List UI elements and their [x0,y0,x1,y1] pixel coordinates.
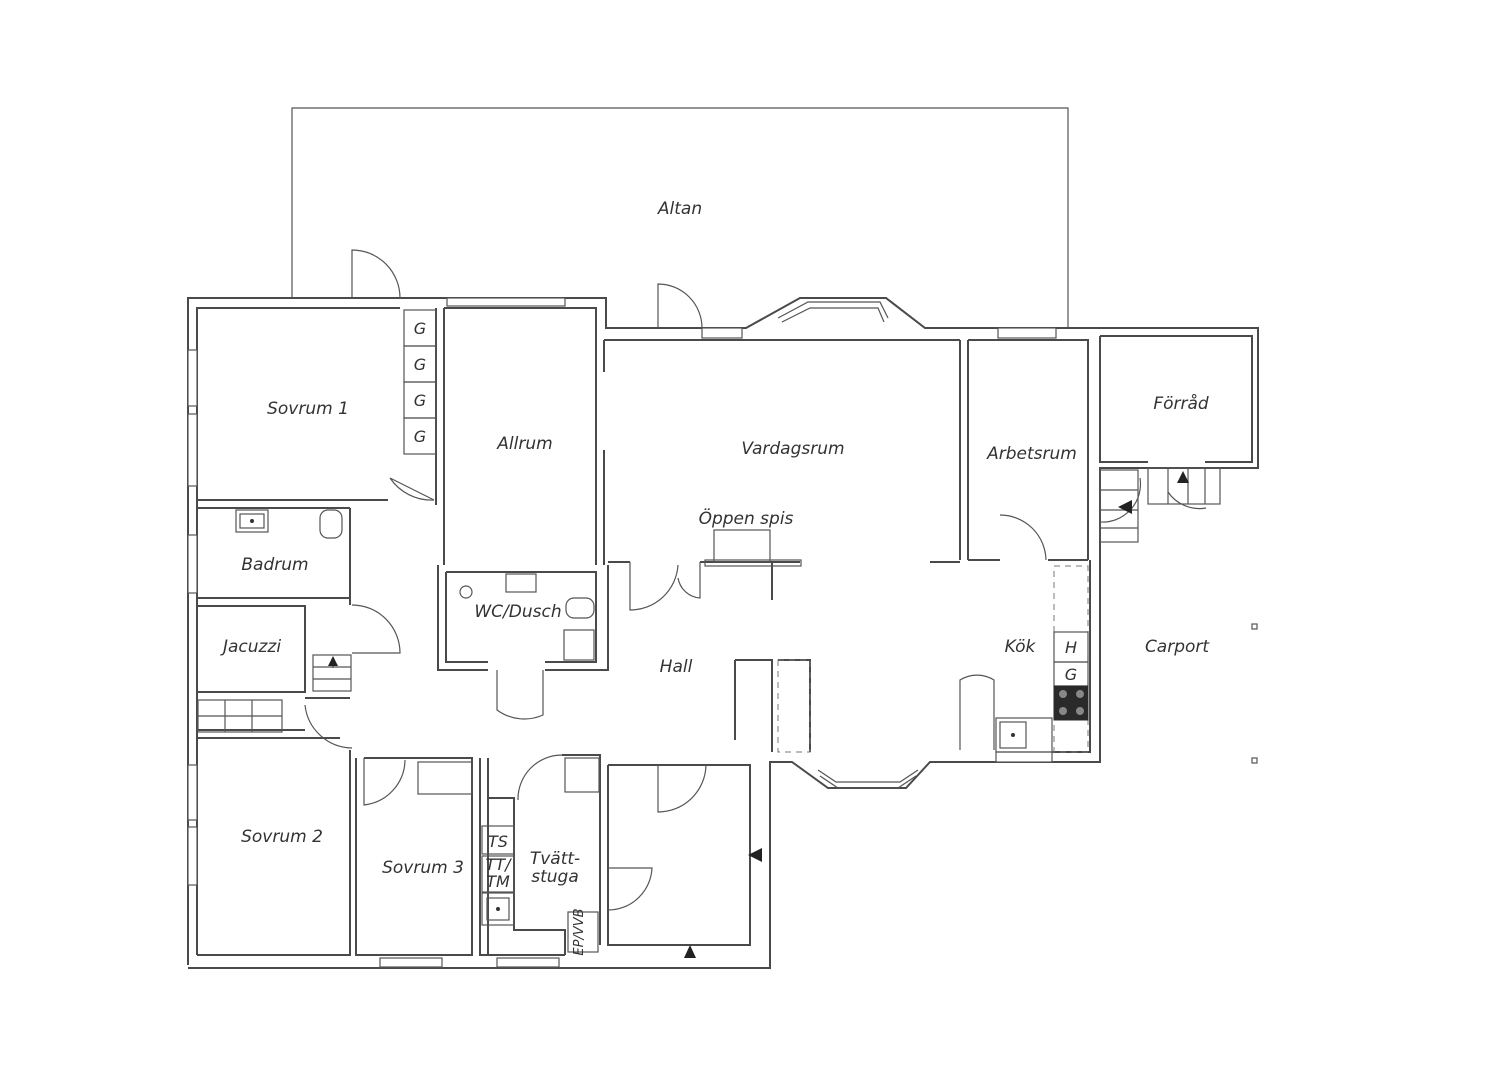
label-vardagsrum: Vardagsrum [741,439,844,459]
carport-posts [1251,623,1258,764]
arrow-left-icon [748,848,762,862]
arrow-up-icon [328,656,338,666]
label-tvattstuga-line2: stuga [531,867,579,887]
stairs [197,467,1221,733]
bathroom-fixtures [235,509,600,953]
hob-icon [1059,707,1067,715]
label-wardrobe-2: G [414,355,426,374]
label-kitchen-g: G [1065,665,1077,684]
label-wardrobe-4: G [414,427,426,446]
label-oppen-spis: Öppen spis [699,507,794,529]
interior-walls [197,307,1088,956]
label-forrad: Förråd [1153,393,1209,414]
label-tm: TM [486,872,510,891]
label-sovrum-3: Sovrum 3 [382,858,464,878]
fixture-labels: G G G G H G TS TT/ TM EP/VVB [414,319,1077,956]
label-jacuzzi: Jacuzzi [220,637,281,657]
label-hall: Hall [660,657,693,677]
label-allrum: Allrum [496,434,552,454]
arrow-up-icon [684,945,696,958]
label-tt: TT/ [486,855,513,874]
label-ts: TS [488,832,508,851]
label-wc-dusch: WC/Dusch [474,602,561,622]
wardrobes [403,309,437,455]
arrow-left-icon [1118,500,1132,514]
label-sovrum-1: Sovrum 1 [267,399,349,419]
label-kok: Kök [1005,637,1037,657]
hob-icon [1059,690,1067,698]
label-kitchen-h: H [1065,638,1077,657]
sink-drain-icon [1011,733,1015,737]
label-carport: Carport [1145,637,1210,657]
label-badrum: Badrum [241,555,308,575]
label-wardrobe-1: G [414,319,426,338]
fireplace [704,529,802,567]
hob-icon [1076,707,1084,715]
entry-arrows [328,471,1189,958]
kitchen-units [777,565,1089,753]
doors [304,249,1207,911]
arrow-up-icon [1177,471,1189,483]
label-tvattstuga-line1: Tvätt- [530,849,580,869]
tap-icon [250,519,254,523]
shower-icon [459,585,473,599]
label-arbetsrum: Arbetsrum [986,444,1077,464]
drain-icon [496,907,500,911]
room-labels: Altan Sovrum 1 Allrum Vardagsrum Arbetsr… [220,199,1210,887]
windows [187,297,1057,968]
label-ep-vvb: EP/VVB [572,908,587,955]
hob-icon [1076,690,1084,698]
label-wardrobe-3: G [414,391,426,410]
label-altan: Altan [657,199,702,219]
altan-outline [291,107,1069,328]
label-sovrum-2: Sovrum 2 [241,827,323,847]
